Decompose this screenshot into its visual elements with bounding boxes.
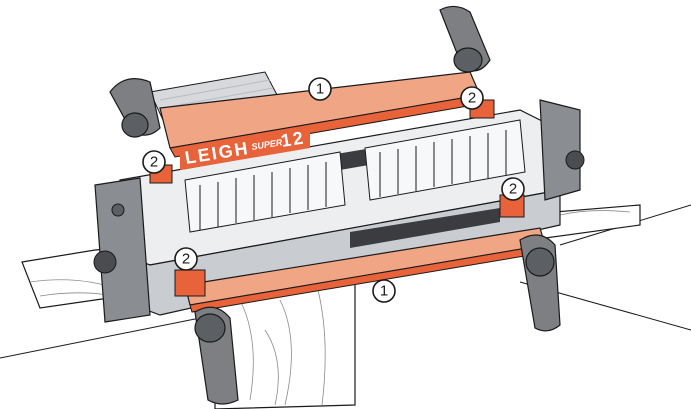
svg-text:12: 12 <box>279 127 306 151</box>
callout-clamp-front-left: 2 <box>174 247 198 271</box>
finger-template <box>184 119 526 233</box>
clamp-handles <box>109 5 561 405</box>
callout-clamp-back-right: 2 <box>460 86 484 110</box>
svg-text:2: 2 <box>150 154 158 171</box>
svg-text:2: 2 <box>182 251 190 268</box>
svg-text:SUPER: SUPER <box>251 137 284 152</box>
svg-text:1: 1 <box>380 283 388 300</box>
svg-text:1: 1 <box>316 81 324 98</box>
callout-rail-back: 1 <box>308 77 332 101</box>
callout-clamp-back-left: 2 <box>142 150 166 174</box>
callout-clamp-front-right: 2 <box>501 177 525 201</box>
svg-text:2: 2 <box>468 90 476 107</box>
svg-text:2: 2 <box>509 181 517 198</box>
callout-rail-front: 1 <box>372 279 396 303</box>
